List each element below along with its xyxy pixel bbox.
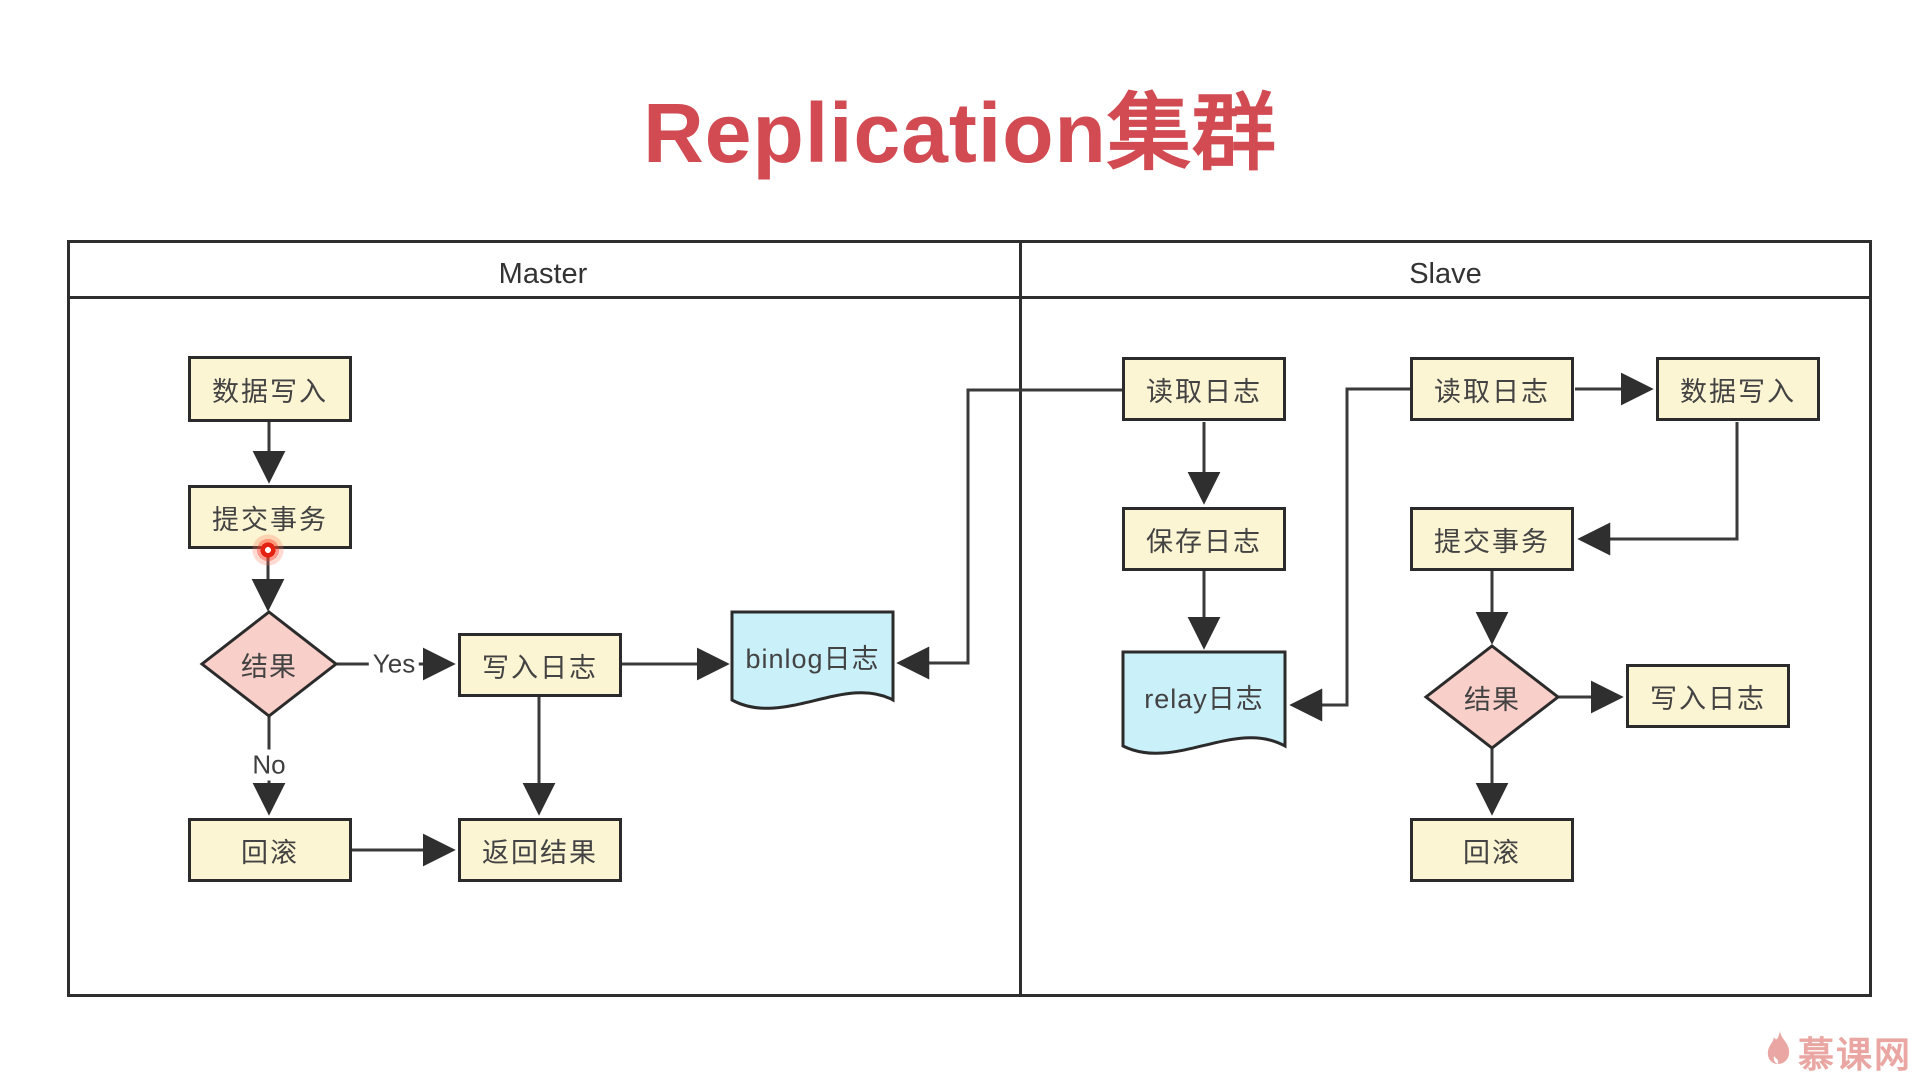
lane-label-master: Master [498, 258, 588, 290]
label-master-result: 结果 [241, 651, 297, 682]
node-slave-save-log: 保存日志 [1122, 507, 1286, 571]
watermark-brand: 慕课网 [1797, 1034, 1912, 1075]
flame-icon [1767, 1031, 1790, 1064]
node-slave-read-log-2: 读取日志 [1410, 357, 1574, 421]
lane-label-slave: Slave [1409, 258, 1482, 290]
node-master-data-write: 数据写入 [188, 356, 352, 422]
node-slave-write-log: 写入日志 [1626, 664, 1790, 728]
label-binlog: binlog日志 [745, 643, 880, 674]
watermark: 慕课网 [1764, 1026, 1912, 1078]
label-relay: relay日志 [1144, 683, 1264, 714]
lane-frame [67, 240, 1872, 997]
lane-header-separator [67, 296, 1872, 299]
label-slave-result: 结果 [1464, 684, 1520, 715]
cursor-highlight-dot [249, 531, 287, 569]
edge-label-yes: Yes [368, 648, 420, 680]
node-slave-data-write: 数据写入 [1656, 357, 1820, 421]
node-slave-read-log-1: 读取日志 [1122, 357, 1286, 421]
lane-divider [1019, 240, 1022, 997]
node-slave-rollback: 回滚 [1410, 818, 1574, 882]
node-slave-commit: 提交事务 [1410, 507, 1574, 571]
node-master-rollback: 回滚 [188, 818, 352, 882]
edge-label-no: No [248, 749, 290, 781]
page-title: Replication集群 [643, 86, 1277, 180]
node-master-return-result: 返回结果 [458, 818, 622, 882]
node-master-write-log: 写入日志 [458, 633, 622, 697]
